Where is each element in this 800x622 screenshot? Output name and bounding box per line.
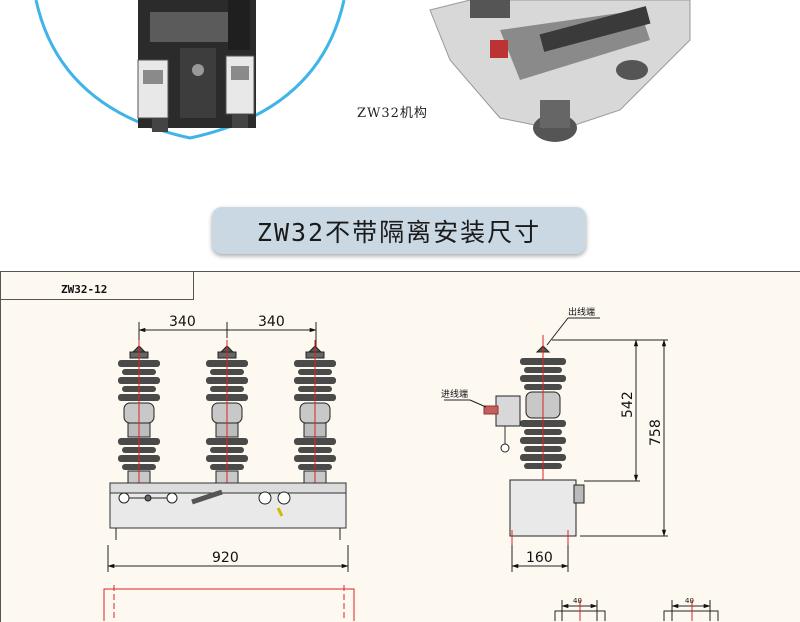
side-view: [444, 317, 668, 572]
banner-title: ZW32不带隔离安装尺寸: [256, 217, 542, 247]
dim-bottom-b: 40: [685, 597, 694, 605]
front-view: [103, 322, 355, 621]
mechanism-caption: ZW32机构: [357, 106, 428, 121]
dim-pole-spacing-left: 340: [169, 314, 196, 330]
breaker-mechanism-photo: [429, 0, 691, 142]
pole-middle: [206, 345, 248, 484]
model-tag-box: [0, 271, 194, 300]
dim-base-width: 160: [526, 550, 553, 566]
label-outlet-terminal: 出线端: [568, 306, 595, 318]
section-banner: ZW32不带隔离安装尺寸: [212, 207, 586, 254]
photo-section: [0, 0, 800, 170]
bottom-views: [554, 600, 719, 621]
mechanism-closeup-photo: [34, 0, 346, 140]
dim-height-total: 758: [648, 419, 664, 446]
model-tag: ZW32-12: [61, 283, 108, 296]
product-photos: [34, 0, 691, 142]
dim-height-upper: 542: [620, 391, 636, 418]
installation-drawing: [0, 271, 800, 622]
dim-overall-width: 920: [212, 550, 239, 566]
dim-bottom-a: 40: [573, 597, 582, 605]
label-inlet-terminal: 进线端: [441, 388, 468, 400]
dim-pole-spacing-right: 340: [258, 314, 285, 330]
